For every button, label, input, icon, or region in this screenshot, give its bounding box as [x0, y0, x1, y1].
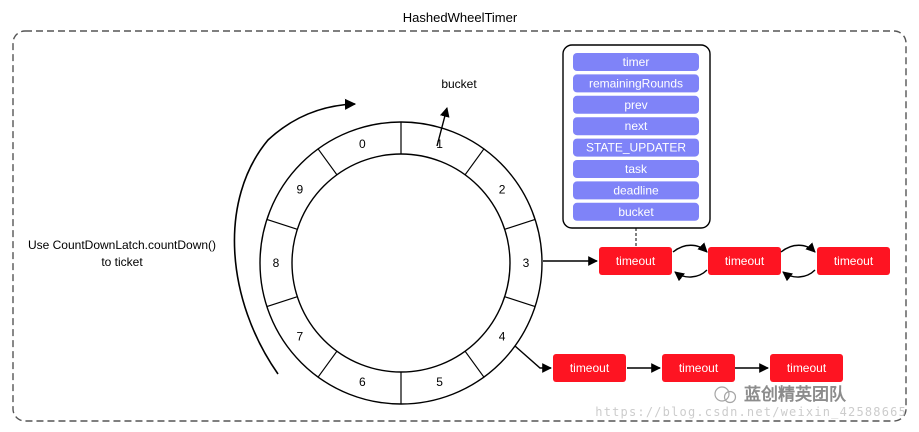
wheel-divider	[317, 148, 338, 176]
row-a-link-prev-1	[674, 269, 708, 282]
wheel-inner-ring	[291, 153, 511, 373]
field-label: prev	[624, 98, 647, 112]
row-b-timeout-3	[770, 354, 843, 382]
row-b-timeout-2	[662, 354, 735, 382]
timeout-label: timeout	[834, 254, 874, 268]
field-task	[573, 160, 699, 178]
timeout-label: timeout	[570, 361, 610, 375]
wheel-divider	[464, 148, 485, 176]
wheel-slot-0: 0	[359, 137, 366, 151]
side-note-line-1: Use CountDownLatch.countDown()	[28, 238, 216, 252]
field-state-updater	[573, 138, 699, 157]
wheel-slot-5: 5	[436, 375, 443, 389]
watermark: 蓝创精英团队 https://blog.csdn.net/weixin_4258…	[595, 384, 907, 419]
field-label: remainingRounds	[589, 76, 683, 90]
wheel-divider	[266, 218, 298, 230]
timeout-label: timeout	[787, 361, 827, 375]
wheel-divider	[317, 350, 338, 378]
field-deadline	[573, 181, 699, 200]
wheel-slot-9: 9	[297, 183, 304, 197]
wechat-logo-icon-2	[723, 390, 737, 404]
side-note-line-2: to ticket	[101, 255, 143, 269]
row-a-timeout-1	[599, 247, 672, 275]
row-a-link-next-1	[672, 242, 708, 253]
timeout-row-a: timeout timeout timeout	[599, 247, 890, 275]
timeout-label: timeout	[616, 254, 656, 268]
wechat-logo-icon	[714, 386, 730, 402]
field-label: task	[625, 162, 648, 176]
field-label: STATE_UPDATER	[586, 141, 686, 155]
timeout-label: timeout	[679, 361, 719, 375]
bucket-label: bucket	[441, 77, 477, 91]
timer-frame	[12, 30, 907, 422]
field-label: timer	[623, 55, 650, 69]
field-remainingrounds	[573, 74, 699, 93]
watermark-brand: 蓝创精英团队	[744, 384, 847, 404]
wheel-slot-6: 6	[359, 375, 366, 389]
field-next	[573, 117, 699, 136]
wheel-slot-7: 7	[297, 329, 304, 343]
wheel-divider	[266, 296, 298, 308]
wheel-divider	[504, 218, 536, 230]
wheel: 0 1 2 3 4 5 6 7 8 9	[259, 121, 543, 405]
wheel-slot-8: 8	[273, 256, 280, 270]
wheel-slot-1: 1	[436, 137, 443, 151]
field-prev	[573, 95, 699, 114]
row-a-link-next-2	[780, 242, 816, 253]
timeout-fields-card	[562, 44, 711, 229]
row-b-timeout-1	[553, 354, 626, 382]
row-a-timeout-2	[708, 247, 781, 275]
row-a-link-prev-2	[782, 269, 816, 282]
field-timer	[573, 53, 699, 71]
slot-4-arrow	[514, 345, 552, 373]
field-label: next	[625, 119, 648, 133]
diagram-title: HashedWheelTimer	[403, 10, 518, 25]
wheel-divider	[504, 296, 536, 308]
wheel-slot-2: 2	[499, 183, 506, 197]
field-label: deadline	[613, 183, 659, 197]
bucket-pointer-arrow	[436, 107, 450, 147]
timeout-fields-list: timer remainingRounds prev nextSTATE_UPDATE…	[573, 53, 699, 221]
timeout-label: timeout	[725, 254, 765, 268]
row-a-timeout-3	[817, 247, 890, 275]
wheel-slot-3: 3	[523, 256, 530, 270]
field-bucket	[573, 202, 699, 221]
rotation-arrow-icon	[233, 98, 357, 375]
watermark-url: https://blog.csdn.net/weixin_42588665	[595, 405, 907, 419]
wheel-slot-4: 4	[499, 329, 506, 343]
field-label: bucket	[618, 205, 654, 219]
wheel-divider	[464, 350, 485, 378]
timeout-row-b: timeout timeout timeout	[553, 354, 843, 382]
